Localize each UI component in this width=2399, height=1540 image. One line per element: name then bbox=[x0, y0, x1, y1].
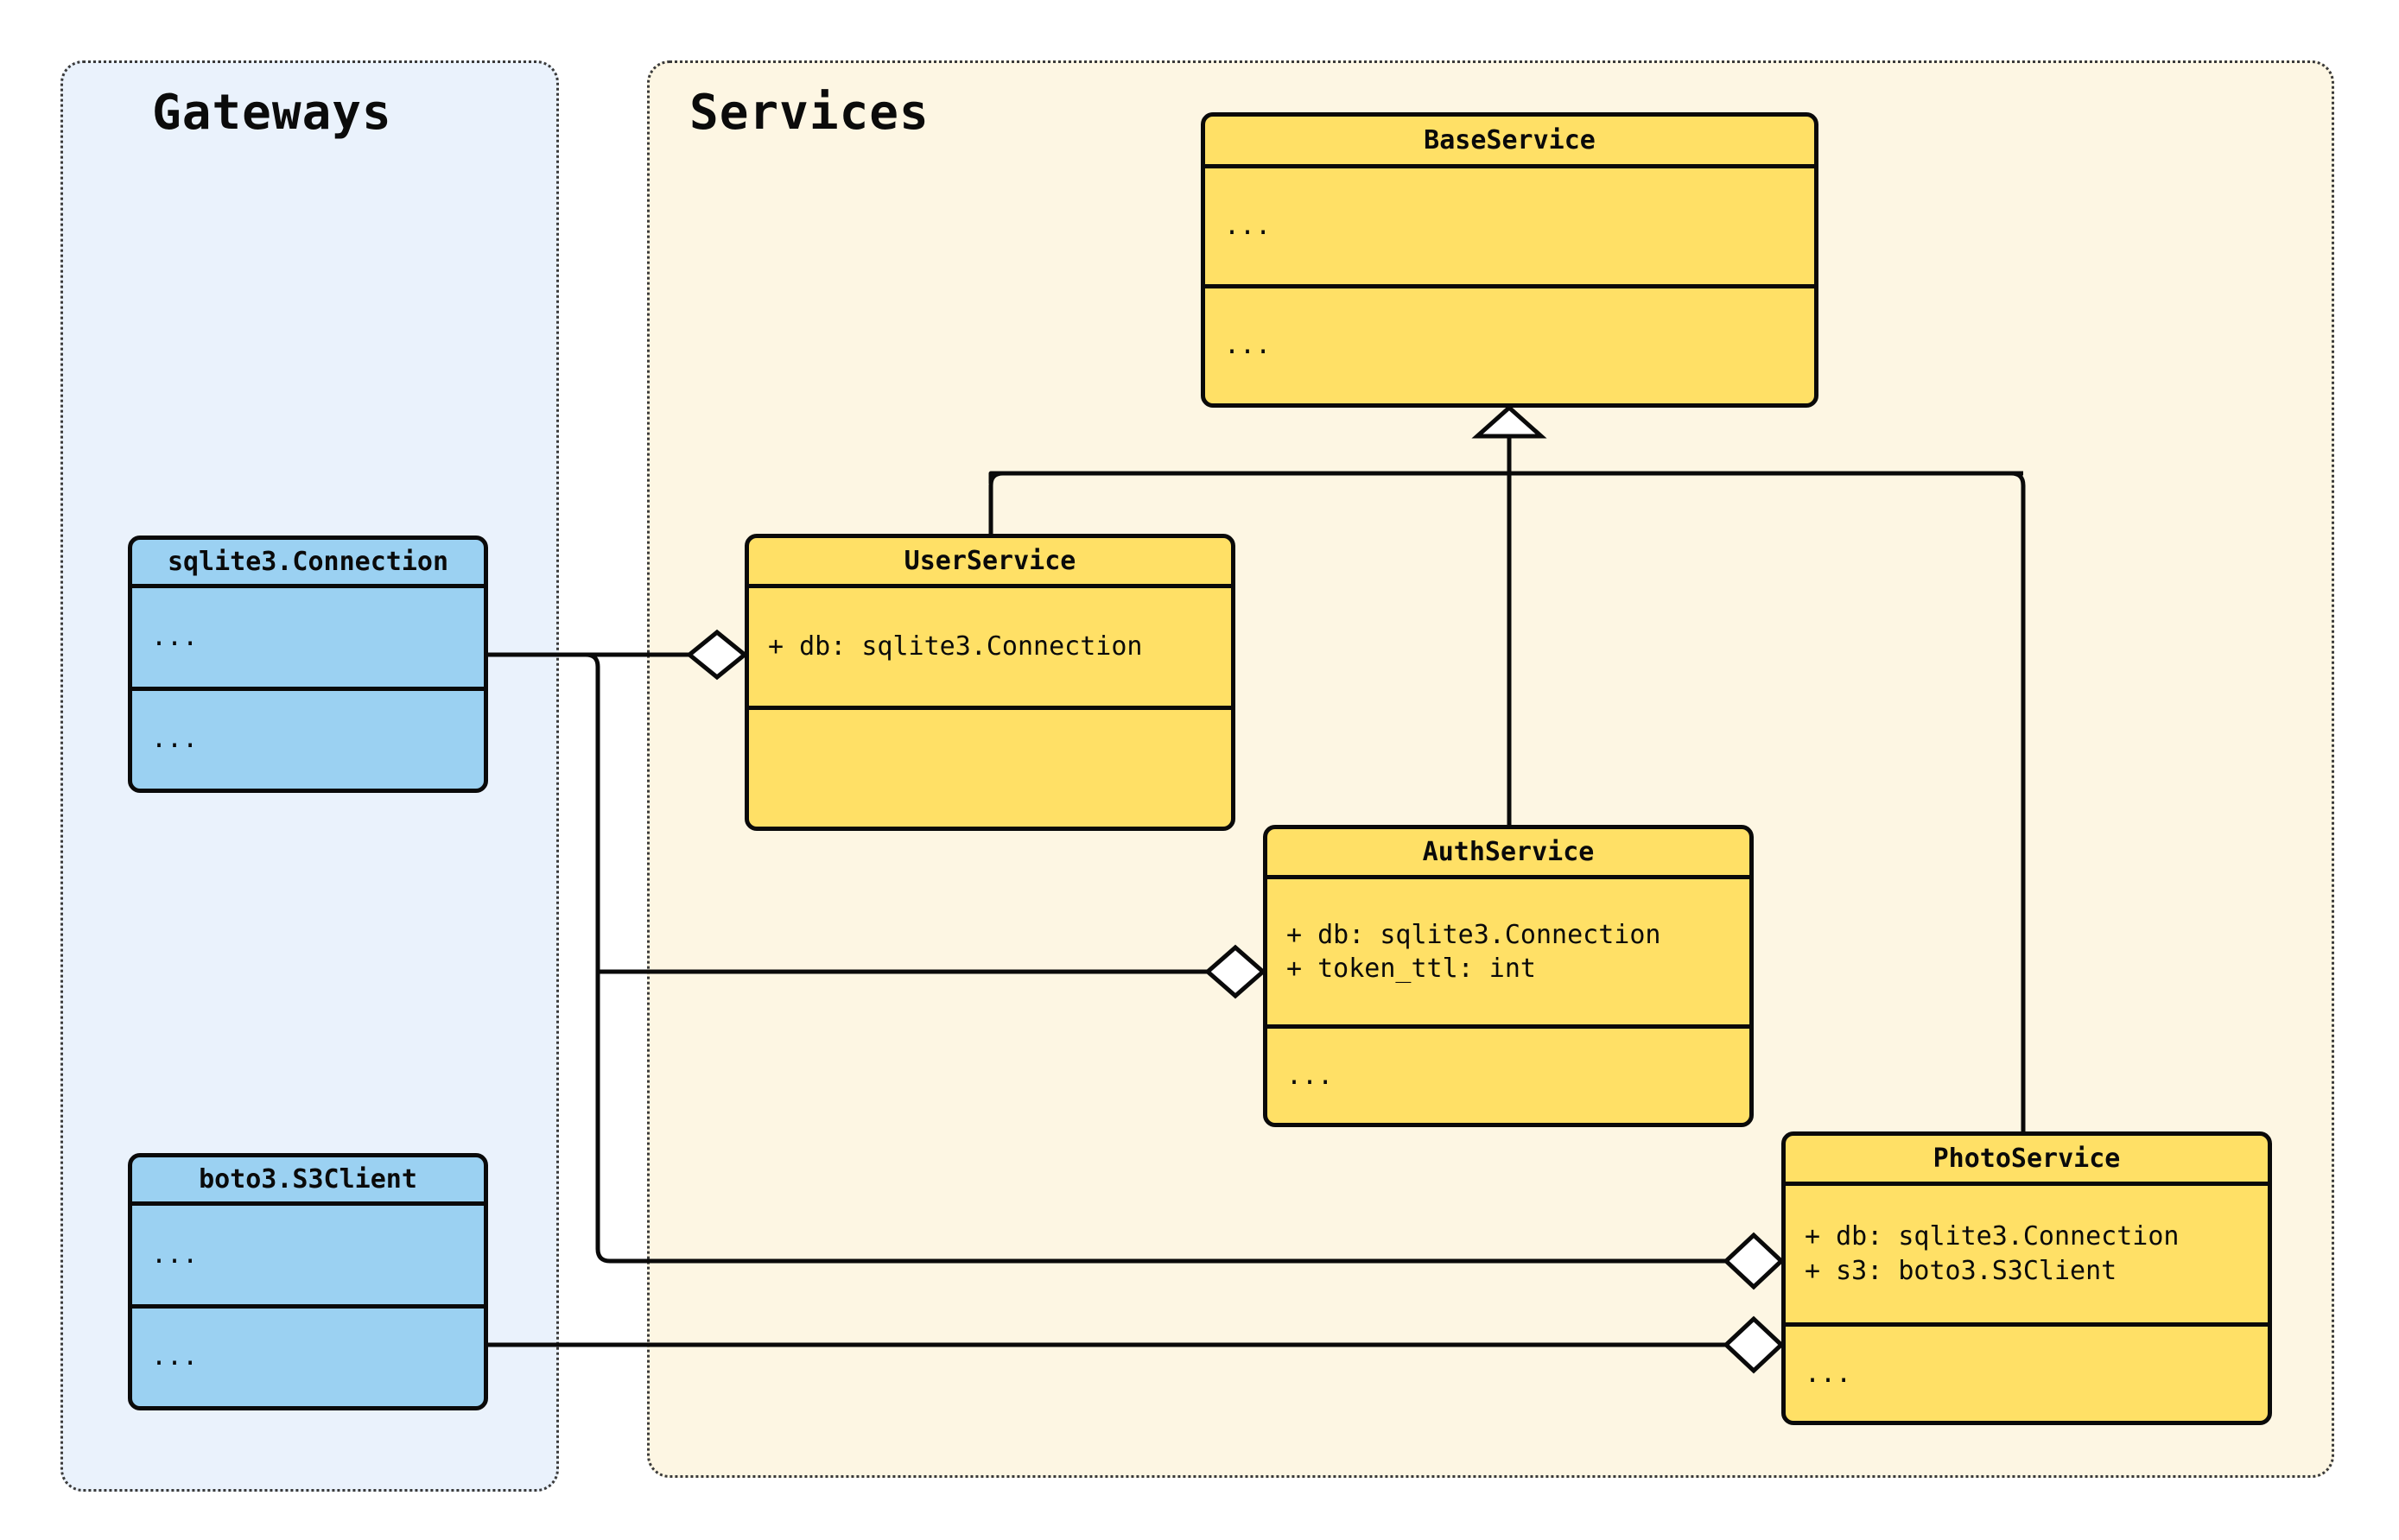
package-gateways-title: Gateways bbox=[152, 85, 392, 141]
attribute-row: + token_ttl: int bbox=[1286, 954, 1536, 985]
class-authservice-attributes: + db: sqlite3.Connection + token_ttl: in… bbox=[1267, 879, 1749, 1030]
class-boto3-s3client[interactable]: boto3.S3Client ... ... bbox=[128, 1153, 488, 1410]
attribute-row: ... bbox=[151, 1239, 199, 1270]
class-boto3-s3client-methods: ... bbox=[132, 1309, 484, 1407]
attribute-row: ... bbox=[151, 621, 199, 652]
class-baseservice-attributes: ... bbox=[1205, 168, 1814, 288]
class-boto3-s3client-name: boto3.S3Client bbox=[132, 1157, 484, 1206]
class-baseservice[interactable]: BaseService ... ... bbox=[1201, 112, 1818, 408]
class-boto3-s3client-attributes: ... bbox=[132, 1206, 484, 1309]
class-userservice-name: UserService bbox=[749, 538, 1231, 588]
method-row: ... bbox=[1224, 330, 1272, 361]
class-userservice[interactable]: UserService + db: sqlite3.Connection bbox=[745, 534, 1235, 831]
class-sqlite3-connection[interactable]: sqlite3.Connection ... ... bbox=[128, 536, 488, 793]
attribute-row: ... bbox=[1224, 210, 1272, 241]
class-userservice-methods bbox=[749, 710, 1231, 827]
class-photoservice-name: PhotoService bbox=[1786, 1136, 2268, 1186]
method-row: ... bbox=[1805, 1358, 1852, 1389]
class-baseservice-name: BaseService bbox=[1205, 117, 1814, 168]
class-sqlite3-connection-attributes: ... bbox=[132, 588, 484, 691]
class-userservice-attributes: + db: sqlite3.Connection bbox=[749, 588, 1231, 710]
class-authservice[interactable]: AuthService + db: sqlite3.Connection + t… bbox=[1263, 825, 1754, 1127]
class-baseservice-methods: ... bbox=[1205, 288, 1814, 404]
attribute-row: + db: sqlite3.Connection bbox=[1286, 919, 1661, 950]
attribute-row: + db: sqlite3.Connection bbox=[1805, 1221, 2180, 1252]
class-sqlite3-connection-name: sqlite3.Connection bbox=[132, 540, 484, 588]
attribute-row: + s3: boto3.S3Client bbox=[1805, 1256, 2117, 1286]
method-row: ... bbox=[1286, 1060, 1334, 1091]
class-photoservice-attributes: + db: sqlite3.Connection + s3: boto3.S3C… bbox=[1786, 1186, 2268, 1328]
attribute-row: + db: sqlite3.Connection bbox=[768, 631, 1143, 662]
class-photoservice[interactable]: PhotoService + db: sqlite3.Connection + … bbox=[1781, 1131, 2272, 1425]
method-row: ... bbox=[151, 1341, 199, 1372]
class-photoservice-methods: ... bbox=[1786, 1327, 2268, 1421]
method-row: ... bbox=[151, 724, 199, 755]
package-services-title: Services bbox=[689, 85, 930, 141]
class-authservice-name: AuthService bbox=[1267, 829, 1749, 879]
class-sqlite3-connection-methods: ... bbox=[132, 691, 484, 789]
class-authservice-methods: ... bbox=[1267, 1029, 1749, 1123]
